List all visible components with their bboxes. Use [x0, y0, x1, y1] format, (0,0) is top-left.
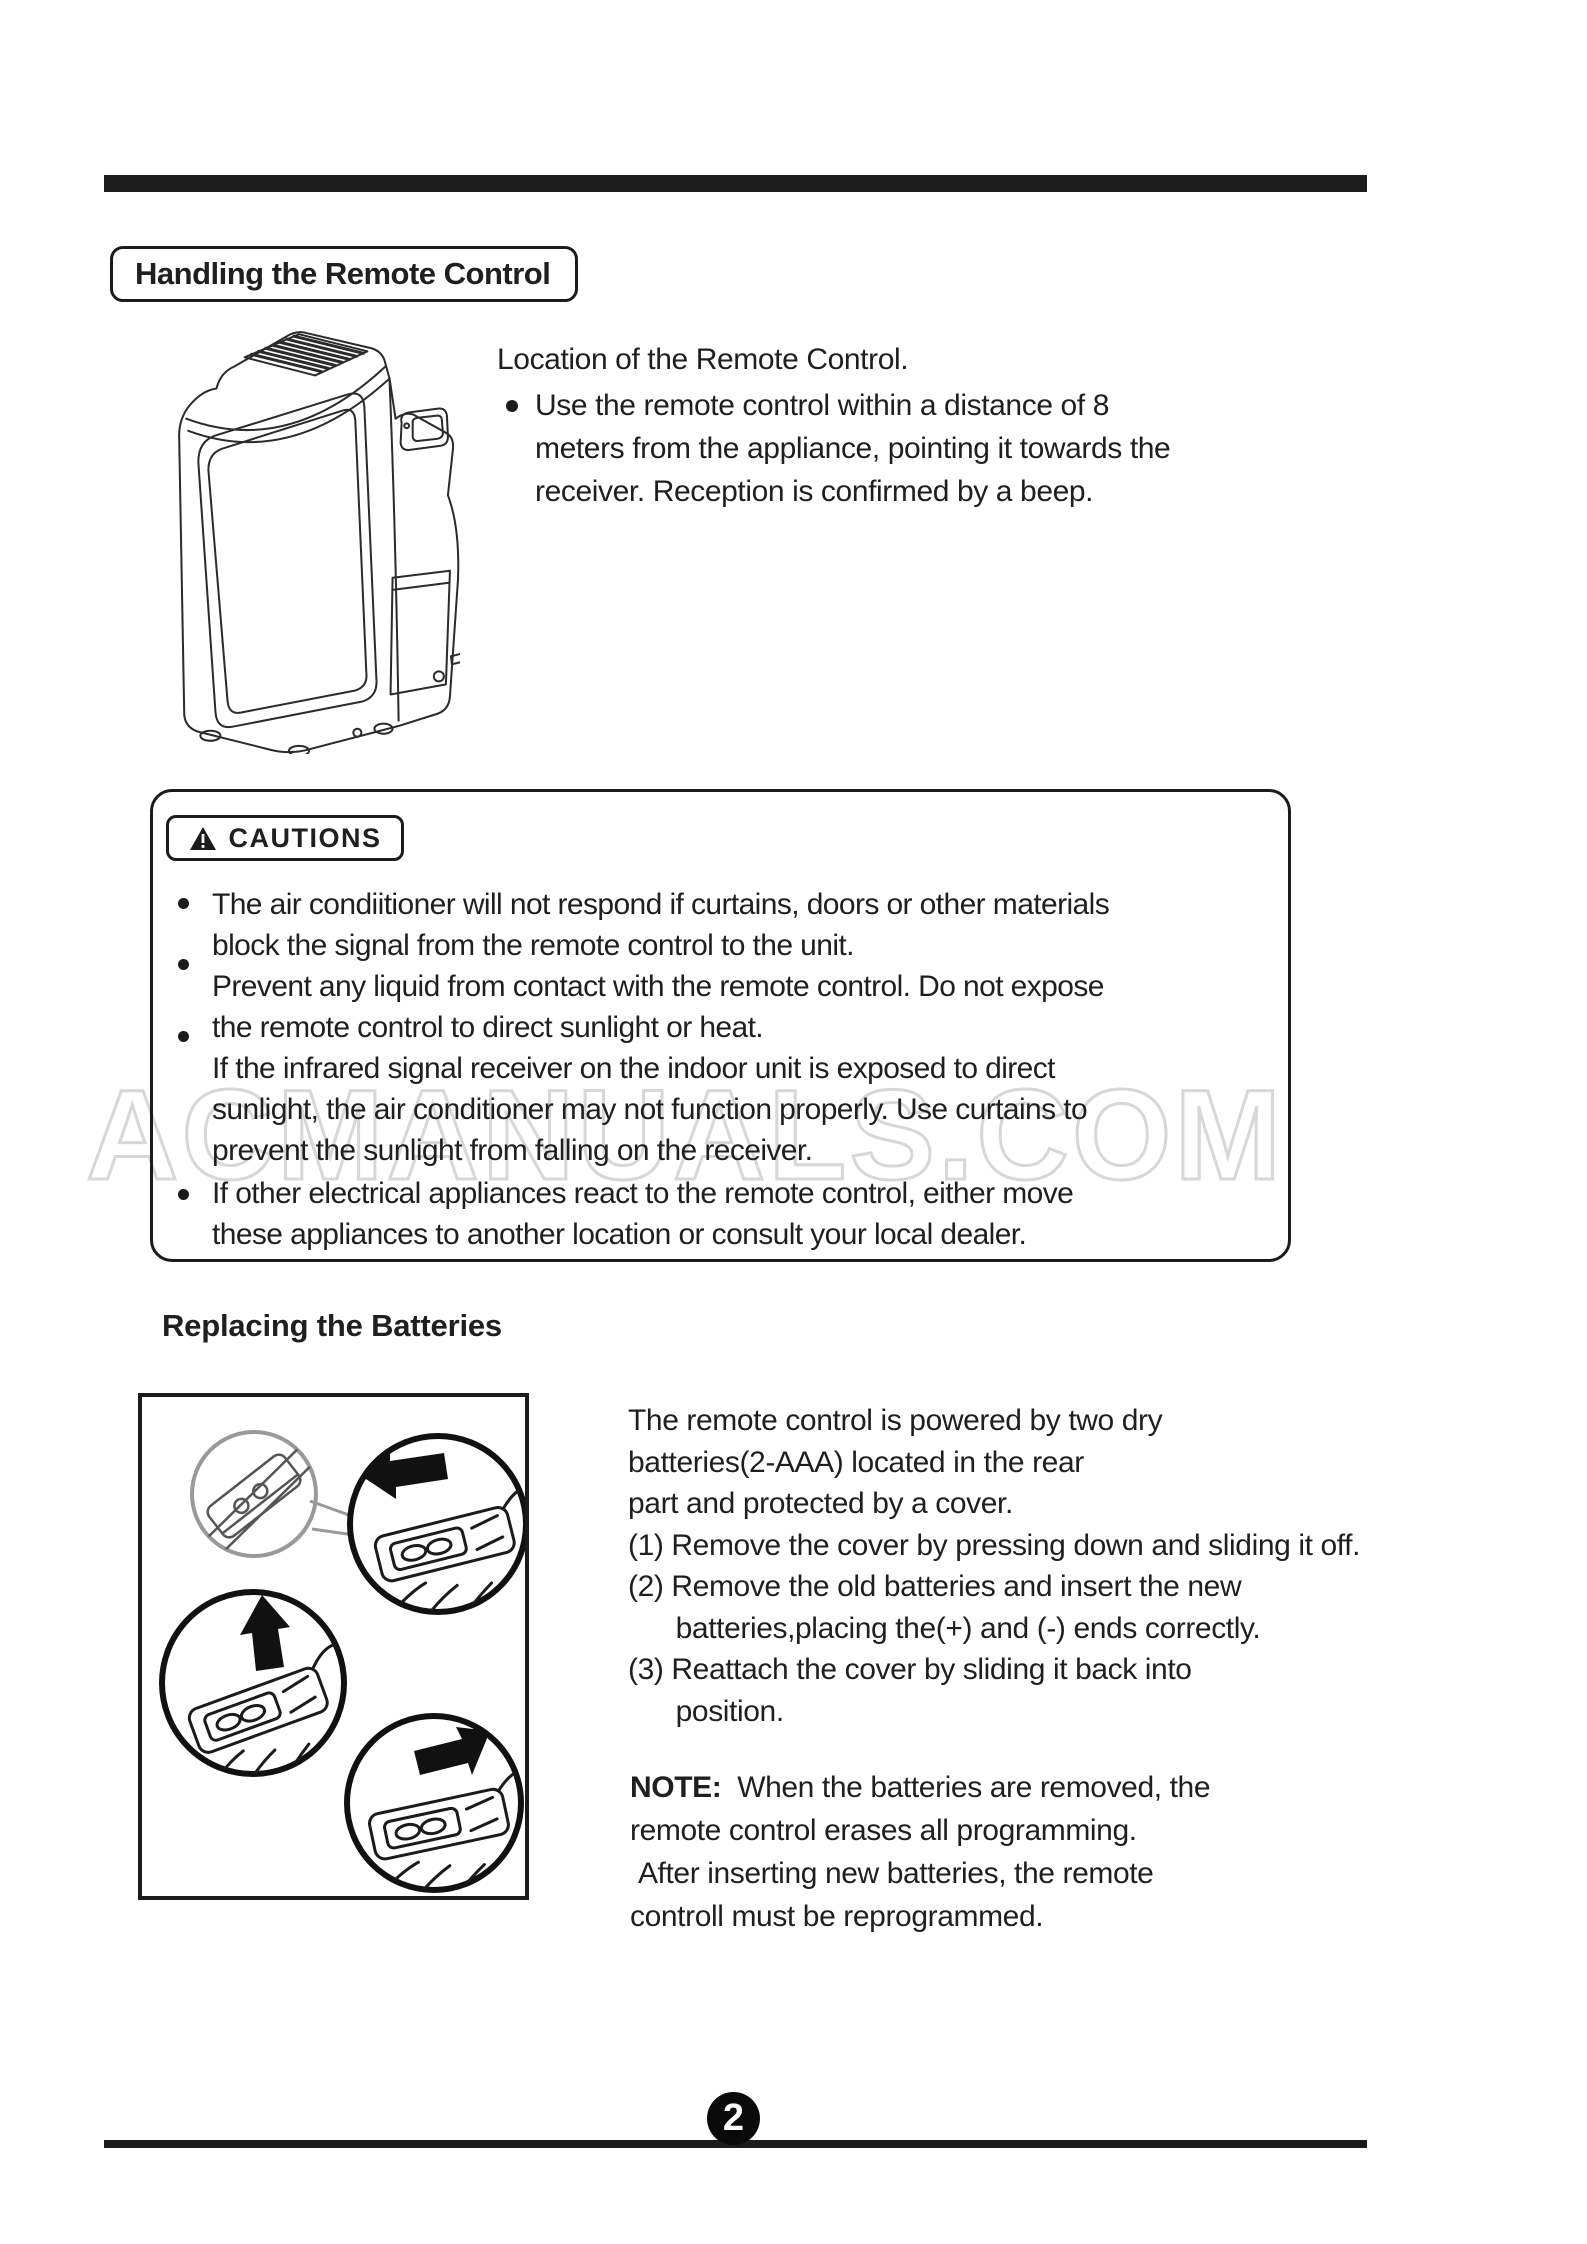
caution-item: The air condiitioner will not respond if…	[212, 888, 1110, 962]
caution-item: If the infrared signal receiver on the i…	[212, 1052, 1088, 1167]
cautions-label-box: CAUTIONS	[166, 815, 404, 861]
bullet-icon	[506, 400, 518, 412]
batteries-heading: Replacing the Batteries	[162, 1308, 502, 1343]
top-rule	[104, 175, 1367, 192]
page-number-badge: 2	[707, 2092, 760, 2145]
bullet-icon	[178, 959, 189, 970]
watermark: ACMANUALS.COM	[85, 1063, 1284, 1209]
air-conditioner-illustration	[148, 326, 460, 754]
cautions-box: CAUTIONS The air condiitioner will not r…	[150, 789, 1291, 1262]
bullet-icon	[178, 1031, 189, 1042]
warning-icon	[189, 826, 216, 850]
note-label: NOTE:	[630, 1771, 722, 1804]
battery-instructions: The remote control is powered by two dry…	[628, 1404, 1361, 1728]
caution-item: If other electrical appliances react to …	[212, 1177, 1074, 1251]
caution-item: Prevent any liquid from contact with the…	[212, 970, 1104, 1044]
location-bullet-text: Use the remote control within a distance…	[535, 389, 1171, 508]
location-intro: Location of the Remote Control.	[497, 343, 909, 376]
note-first-line: When the batteries are removed, the	[721, 1771, 1211, 1804]
section-title: Handling the Remote Control	[135, 256, 551, 291]
battery-replacement-illustration	[138, 1393, 529, 1900]
bullet-icon	[178, 898, 189, 909]
section-title-box: Handling the Remote Control	[110, 246, 578, 302]
cautions-label: CAUTIONS	[228, 822, 382, 853]
battery-note: NOTE: When the batteries are removed, th…	[630, 1766, 1560, 1938]
note-lines: remote control erases all programming. A…	[630, 1814, 1154, 1933]
page-number: 2	[722, 2097, 745, 2139]
bullet-icon	[178, 1189, 189, 1200]
